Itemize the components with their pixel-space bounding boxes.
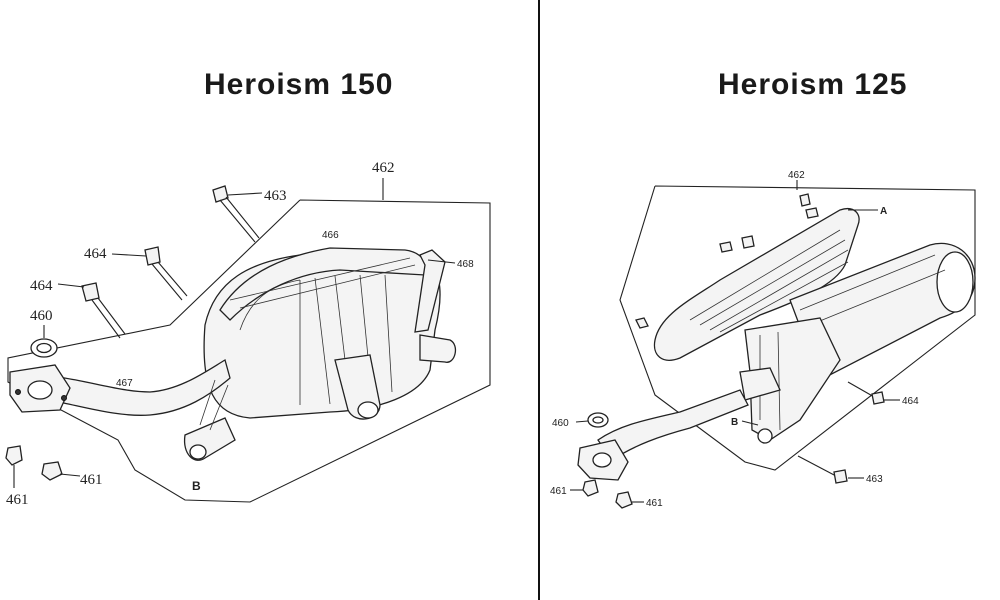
label-461-right: 461 [80,472,103,488]
gasket-460 [575,412,609,428]
exploded-diagram-heroism-150: 462 463 464 464 460 466 468 467 461 461 … [5,160,491,508]
label-462: 462 [788,170,805,181]
bolt-464-upper [111,246,188,301]
bolt-464 [847,381,900,405]
label-466: 466 [322,230,339,241]
exploded-diagram-heroism-125: 462 A 460 B 464 463 461 461 [550,170,976,509]
gasket-460 [30,325,58,358]
nut-461-left [5,445,23,488]
heat-shield-a [653,208,878,361]
label-462: 462 [372,160,395,176]
bolt-463 [212,185,263,243]
bolt-463 [797,455,864,484]
assembly-boundary-462 [7,199,491,503]
label-461-right: 461 [646,498,663,509]
label-460: 460 [552,418,569,429]
nut-461-right [41,461,81,481]
fasteners-top [635,193,819,329]
diagram-title-heroism-150: Heroism 150 [204,68,394,101]
label-463: 463 [866,474,883,485]
nut-461-right [615,491,644,509]
front-pipe-part [739,317,841,444]
bracket-b-part [183,379,236,461]
label-b: B [192,479,201,493]
label-b: B [731,417,738,428]
panel-divider [538,0,540,600]
nut-461-left [570,479,599,497]
leader-b [741,420,759,426]
header-pipe [577,389,749,481]
label-460: 460 [30,308,53,324]
exhaust-pipe-467 [9,359,231,416]
diagram-title-heroism-125: Heroism 125 [718,68,908,101]
label-464-lower: 464 [30,278,53,294]
label-461-left: 461 [550,486,567,497]
leader-468 [427,259,456,264]
label-461-left: 461 [6,492,29,508]
muffler-part [203,254,457,420]
clamp-468 [414,249,446,333]
label-468: 468 [457,259,474,270]
label-467: 467 [116,378,133,389]
label-463: 463 [264,188,287,204]
label-464: 464 [902,396,919,407]
label-464-upper: 464 [84,246,107,262]
muffler-canister [789,242,976,381]
label-a: A [880,206,887,217]
assembly-boundary-462 [619,185,976,471]
bolt-464-lower [57,282,126,339]
